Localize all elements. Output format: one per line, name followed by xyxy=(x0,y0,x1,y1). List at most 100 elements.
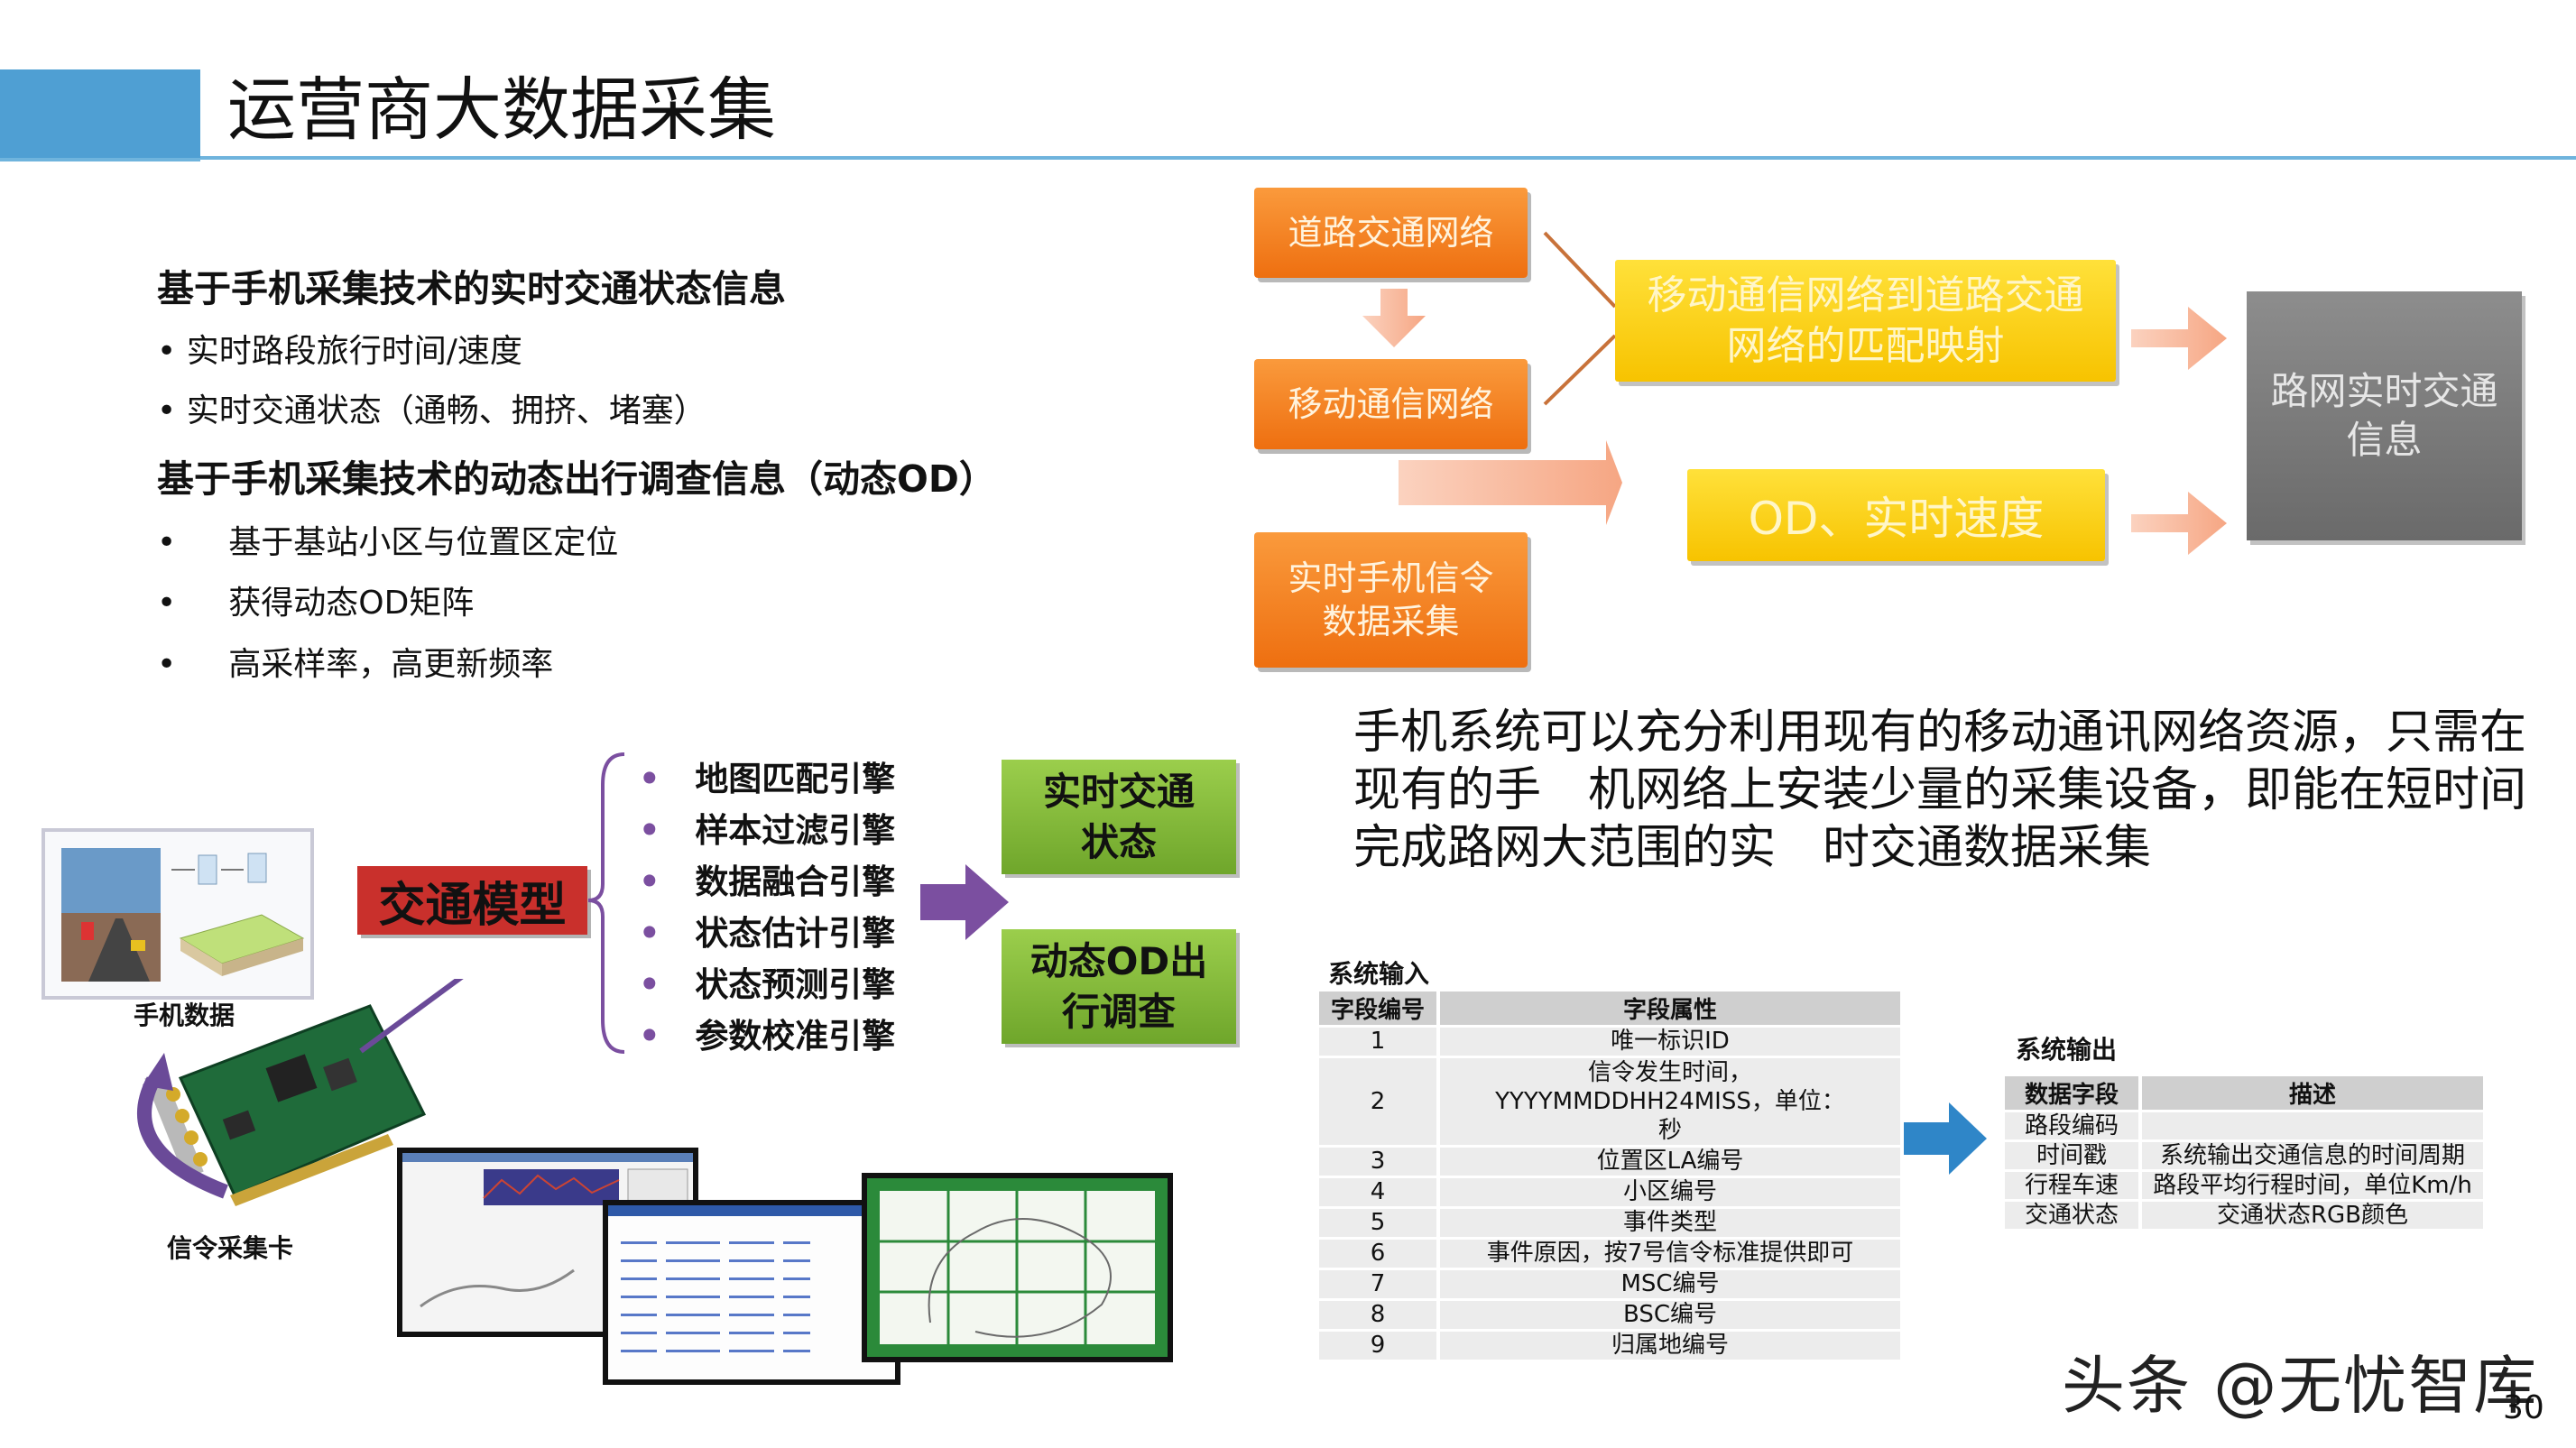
engine-label: 样本过滤引擎 xyxy=(695,811,896,850)
table-cell: 6 xyxy=(1319,1240,1440,1268)
blue-arrow-icon xyxy=(1904,1102,1987,1175)
bullet-item: •基于基站小区与位置区定位 xyxy=(157,524,619,561)
table-cell: 行程车速 xyxy=(2005,1172,2142,1199)
bullet-item: • 实时交通状态（通畅、拥挤、堵塞） xyxy=(157,392,706,429)
chip-icon xyxy=(222,1110,256,1140)
table-cell: 8 xyxy=(1319,1301,1440,1329)
right-arrow-icon xyxy=(1399,440,1622,525)
table-row: 行程车速路段平均行程时间，单位Km/h xyxy=(2005,1172,2483,1199)
card-bracket xyxy=(144,1071,204,1179)
table-row: 时间戳系统输出交通信息的时间周期 xyxy=(2005,1142,2483,1169)
engine-label: 参数校准引擎 xyxy=(695,1017,896,1056)
box-od-speed: OD、实时速度 xyxy=(1687,469,2105,561)
engine-item: • 状态预测引擎 xyxy=(639,965,896,1004)
pcb-board xyxy=(178,1004,427,1197)
output-table: 数据字段 描述 路段编码 时间戳系统输出交通信息的时间周期 行程车速路段平均行程… xyxy=(2005,1074,2483,1231)
table-header: 数据字段 xyxy=(2005,1076,2142,1110)
table-cell: 位置区LA编号 xyxy=(1440,1148,1900,1176)
bullet-text: 实时路段旅行时间/速度 xyxy=(186,333,522,370)
heading-realtime: 基于手机采集技术的实时交通状态信息 xyxy=(157,267,786,310)
table-cell: 交通状态 xyxy=(2005,1202,2142,1229)
engine-list: • 地图匹配引擎 • 样本过滤引擎 • 数据融合引擎 • 状态估计引擎 • 状态… xyxy=(639,758,895,1066)
table-cell: MSC编号 xyxy=(1440,1270,1900,1298)
map-screenshot xyxy=(862,1173,1173,1362)
bullet-text: 基于基站小区与位置区定位 xyxy=(228,524,619,561)
page-title: 运营商大数据采集 xyxy=(227,69,776,150)
table-row: 路段编码 xyxy=(2005,1112,2483,1139)
brace-icon xyxy=(587,752,625,1054)
right-arrow-icon xyxy=(2131,492,2227,555)
table-cell: 路段编码 xyxy=(2005,1112,2142,1139)
signal-card-image xyxy=(137,979,464,1206)
table-cell: BSC编号 xyxy=(1440,1301,1900,1329)
bullet-text: 获得动态OD矩阵 xyxy=(228,585,475,622)
pcb-connector xyxy=(230,1134,393,1206)
engine-item: • 数据融合引擎 xyxy=(639,862,896,901)
box-mapping: 移动通信网络到道路交通网络的匹配映射 xyxy=(1615,260,2116,382)
chip-icon xyxy=(265,1054,318,1102)
table-cell: 归属地编号 xyxy=(1440,1332,1900,1360)
watermark: 头条 @无忧智库 xyxy=(2062,1349,2539,1423)
table-header-row: 数据字段 描述 xyxy=(2005,1076,2483,1110)
connector-line xyxy=(1543,231,1617,309)
bullet-item: •获得动态OD矩阵 xyxy=(157,585,475,622)
table-cell: 唯一标识ID xyxy=(1440,1028,1900,1056)
input-table-caption: 系统输入 xyxy=(1328,959,1430,989)
header-rule xyxy=(200,156,2576,160)
bullet-text: 高采样率，高更新频率 xyxy=(228,646,554,683)
output-dynamic-od: 动态OD出行调查 xyxy=(1002,929,1236,1044)
flow-arrows xyxy=(1362,231,2227,555)
table-header: 描述 xyxy=(2142,1076,2483,1110)
right-arrow-icon xyxy=(2131,307,2227,370)
engine-label: 状态预测引擎 xyxy=(695,965,896,1004)
table-cell: 时间戳 xyxy=(2005,1142,2142,1169)
table-header-row: 字段编号 字段属性 xyxy=(1319,991,1900,1025)
table-cell: 4 xyxy=(1319,1178,1440,1206)
phone-data-image xyxy=(42,828,314,1000)
table-cell: 路段平均行程时间，单位Km/h xyxy=(2142,1172,2483,1199)
engine-item: • 状态估计引擎 xyxy=(639,914,896,953)
signal-card-label: 信令采集卡 xyxy=(167,1233,294,1263)
table-cell: 7 xyxy=(1319,1270,1440,1298)
output-table-caption: 系统输出 xyxy=(2016,1035,2118,1065)
table-cell: 交通状态RGB颜色 xyxy=(2142,1202,2483,1229)
table-cell: 事件类型 xyxy=(1440,1209,1900,1237)
table-cell: 3 xyxy=(1319,1148,1440,1176)
phone-data-label: 手机数据 xyxy=(134,1001,235,1030)
table-cell: 系统输出交通信息的时间周期 xyxy=(2142,1142,2483,1169)
table-cell: 9 xyxy=(1319,1332,1440,1360)
table-header: 字段编号 xyxy=(1319,991,1440,1025)
output-realtime-state: 实时交通状态 xyxy=(1002,760,1236,874)
down-arrow-icon xyxy=(1362,289,1426,347)
box-mobile-network: 移动通信网络 xyxy=(1254,359,1528,449)
engine-label: 状态估计引擎 xyxy=(695,914,896,953)
engine-label: 地图匹配引擎 xyxy=(695,760,896,798)
table-cell xyxy=(2142,1112,2483,1139)
engine-item: • 地图匹配引擎 xyxy=(639,760,896,798)
heading-od: 基于手机采集技术的动态出行调查信息（动态OD） xyxy=(157,457,996,501)
table-cell: 5 xyxy=(1319,1209,1440,1237)
curved-arrow-icon xyxy=(137,1076,228,1199)
engine-bracket xyxy=(587,752,1009,1054)
table-cell: 2 xyxy=(1319,1058,1440,1145)
pointer-line xyxy=(359,979,464,1054)
curved-arrow-head-icon xyxy=(143,1053,173,1091)
traffic-model-box: 交通模型 xyxy=(357,866,587,935)
phone-data-illustration xyxy=(61,848,305,982)
description-paragraph: 手机系统可以充分利用现有的移动通讯网络资源，只需在现有的手 机网络上安装少量的采… xyxy=(1353,706,2527,875)
bullet-text: 实时交通状态（通畅、拥挤、堵塞） xyxy=(186,392,706,429)
page-number: 30 xyxy=(2503,1389,2544,1426)
map-screenshot-content xyxy=(867,1178,1168,1357)
table-row: 交通状态交通状态RGB颜色 xyxy=(2005,1202,2483,1229)
log-screenshot xyxy=(603,1200,900,1385)
engine-label: 数据融合引擎 xyxy=(695,862,896,901)
